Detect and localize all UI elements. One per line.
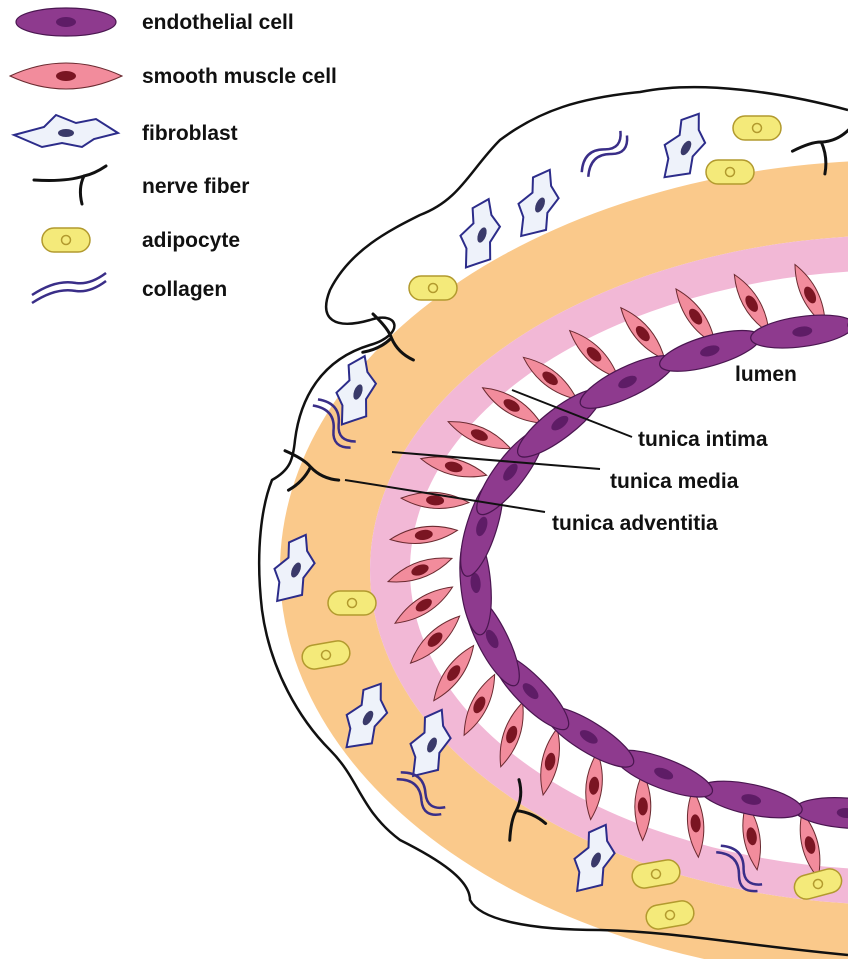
legend: endothelial cell smooth muscle cell fibrob… <box>10 8 337 303</box>
collagen-icon <box>32 273 106 303</box>
adipocyte <box>706 160 754 184</box>
legend-item-collagen: collagen <box>32 273 227 303</box>
tunica-intima-label: tunica intima <box>638 428 768 451</box>
lumen <box>480 335 848 805</box>
legend-item-fibroblast: fibroblast <box>14 115 238 147</box>
legend-item-smooth: smooth muscle cell <box>10 63 337 89</box>
fibroblast-icon <box>14 115 118 147</box>
legend-item-endothelial: endothelial cell <box>16 8 294 36</box>
tunica-media-label: tunica media <box>610 470 739 493</box>
smooth-muscle-cell-icon <box>10 63 122 89</box>
adipocyte <box>733 116 781 140</box>
legend-label-collagen: collagen <box>142 278 227 301</box>
legend-label-nerve: nerve fiber <box>142 175 249 198</box>
tunica-adventitia-label: tunica adventitia <box>552 512 718 535</box>
endothelial-cell-icon <box>16 8 116 36</box>
legend-item-nerve: nerve fiber <box>34 166 249 204</box>
adipocyte <box>409 276 457 300</box>
adipocyte-icon <box>42 228 90 252</box>
lumen-label: lumen <box>735 363 797 386</box>
adipocyte <box>328 591 376 615</box>
legend-label-fibroblast: fibroblast <box>142 122 238 145</box>
legend-label-smooth: smooth muscle cell <box>142 65 337 88</box>
collagen <box>578 124 632 185</box>
legend-label-endothelial: endothelial cell <box>142 11 294 34</box>
legend-item-adipocyte: adipocyte <box>42 228 240 252</box>
nerve-fiber-icon <box>34 166 106 204</box>
legend-label-adipocyte: adipocyte <box>142 229 240 252</box>
